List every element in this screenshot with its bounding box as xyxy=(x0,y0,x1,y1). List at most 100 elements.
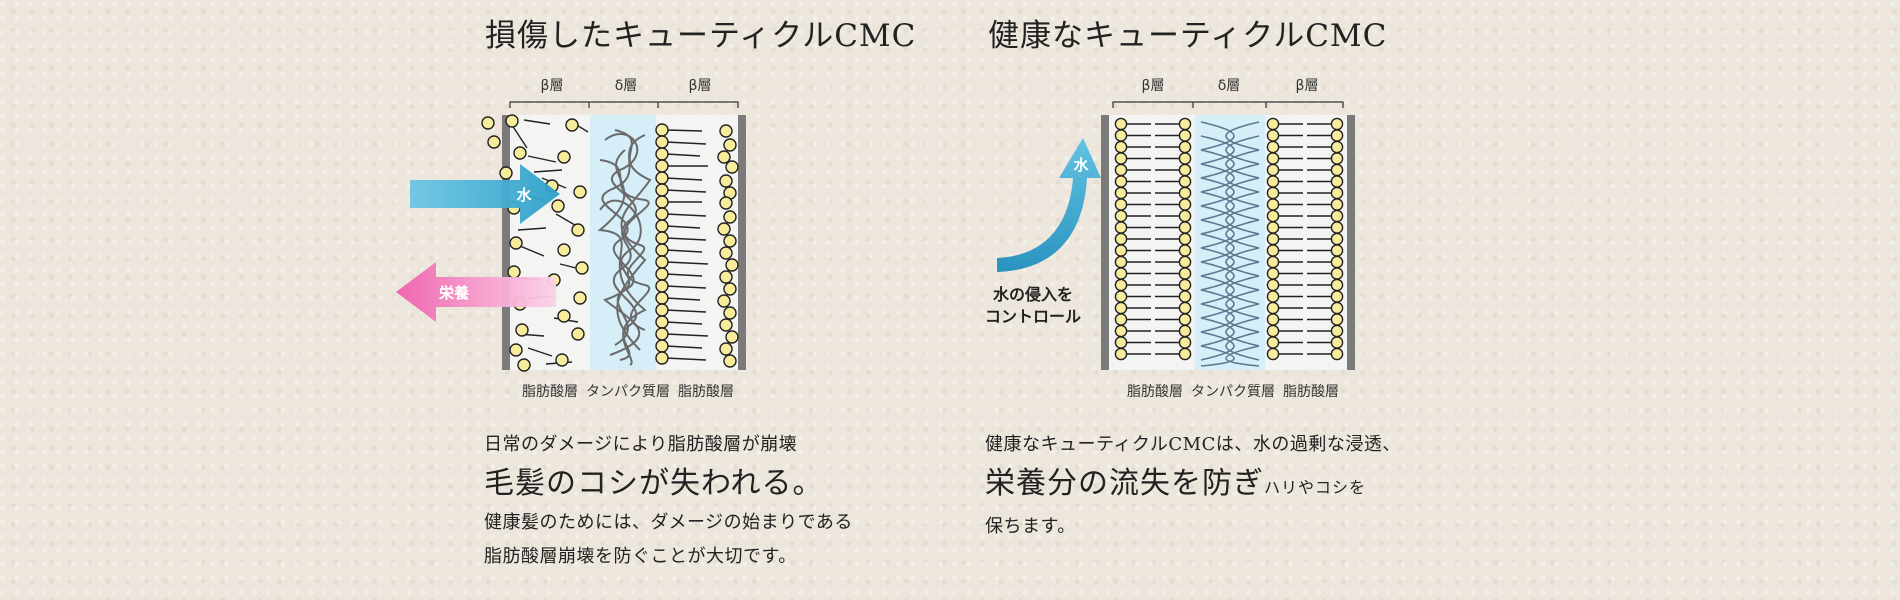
lipid-head xyxy=(1178,278,1192,292)
lipid-head xyxy=(1330,117,1344,131)
description-line: 健康髪のためには、ダメージの始まりである xyxy=(484,512,853,533)
cuticle-membrane-right xyxy=(1347,115,1355,370)
lipid-head xyxy=(1330,301,1344,315)
fatty-acid-layer-label: 脂肪酸層 xyxy=(522,384,578,400)
protein-layer-label: タンパク質層 xyxy=(586,384,670,400)
lipid-head xyxy=(1266,290,1280,303)
healthy-cmc-svg: β層 δ層 β層 水 水の侵入を コントロール 脂肪酸層 xyxy=(985,78,1355,400)
damaged-cmc-title: 損傷したキューティクルCMC xyxy=(485,18,917,54)
cuticle-membrane-left xyxy=(502,115,510,370)
beta-layer-label: β層 xyxy=(1142,78,1165,94)
healthy-cmc-description: 健康なキューティクルCMCは、水の過剰な浸透、 栄養分の流失を防ぎハリやコシを … xyxy=(985,428,1401,544)
lipid-head xyxy=(1330,209,1344,223)
lipid-head xyxy=(1266,186,1280,200)
cuticle-membrane-right xyxy=(738,115,746,370)
lipid-head xyxy=(1178,129,1192,142)
control-label-line2: コントロール xyxy=(985,307,1081,326)
lipid-head xyxy=(1178,267,1192,280)
lipid-head xyxy=(1330,221,1344,234)
lipid-head xyxy=(1114,301,1128,315)
nutrition-outflow-arrow: 栄養 xyxy=(396,262,556,322)
lipid-head xyxy=(1178,347,1192,361)
lipid-head xyxy=(1330,129,1344,142)
lipid-head xyxy=(1114,163,1128,177)
lipid-head xyxy=(1114,324,1128,338)
protein-tangle xyxy=(597,129,652,366)
description-headline-main: 栄養分の流失を防ぎ xyxy=(985,466,1264,501)
lipid-head xyxy=(1266,324,1280,338)
lipid-head xyxy=(1114,175,1128,188)
lipid-head xyxy=(1114,140,1128,154)
protein-layer-label: タンパク質層 xyxy=(1191,384,1275,400)
description-headline: 毛髪のコシが失われる。 xyxy=(484,466,824,501)
description-line: 脂肪酸層崩壊を防ぐことが大切です。 xyxy=(484,546,797,567)
lipid-head xyxy=(1266,175,1280,188)
lipid-head xyxy=(1178,221,1192,234)
lipid-head xyxy=(1266,152,1280,165)
damaged-cmc-diagram: β層 δ層 β層 xyxy=(396,60,920,410)
lipid-head xyxy=(1114,198,1128,211)
lipid-head xyxy=(1178,313,1192,326)
lipid-head xyxy=(1266,140,1280,154)
right-beta-lipids xyxy=(655,123,739,368)
lipid-head xyxy=(1330,267,1344,280)
lipid-head xyxy=(1266,313,1280,326)
nutrition-arrow-label: 栄養 xyxy=(438,284,470,302)
description-headline: 栄養分の流失を防ぎハリやコシを xyxy=(985,462,1401,510)
lipid-head xyxy=(1178,324,1192,338)
lipid-head xyxy=(1114,290,1128,303)
lipid-head xyxy=(1114,221,1128,234)
lipid-head xyxy=(1330,232,1344,246)
lipid-head xyxy=(1266,244,1280,257)
lipid-head xyxy=(1330,278,1344,292)
lipid-head xyxy=(1114,278,1128,292)
lipid-head xyxy=(1114,209,1128,223)
lipid-head xyxy=(1178,140,1192,154)
lipid-head xyxy=(1114,313,1128,326)
lipid-head xyxy=(1114,152,1128,165)
healthy-cmc-title: 健康なキューティクルCMC xyxy=(988,18,1388,54)
water-inflow-arrow: 水 xyxy=(410,164,560,224)
beta-layer-label: β層 xyxy=(689,78,712,94)
lipid-head xyxy=(1330,290,1344,303)
lipid-head xyxy=(1330,324,1344,338)
lipid-head xyxy=(1178,290,1192,303)
lipid-head xyxy=(1114,267,1128,280)
lipid-head xyxy=(1266,163,1280,177)
protein-ordered xyxy=(1200,121,1260,367)
lipid-head xyxy=(1114,255,1128,269)
lipid-head xyxy=(1266,221,1280,234)
lipid-head xyxy=(1266,347,1280,361)
lipid-head xyxy=(1178,232,1192,246)
water-arrow-label: 水 xyxy=(516,186,532,204)
lipid-head xyxy=(1178,255,1192,269)
control-label-line1: 水の侵入を xyxy=(993,285,1073,304)
water-deflect-arrow: 水 xyxy=(997,138,1101,272)
lipid-head xyxy=(1178,198,1192,211)
lipid-head xyxy=(1330,175,1344,188)
lipid-head xyxy=(1114,336,1128,349)
lipid-head xyxy=(1178,301,1192,315)
damaged-cmc-description: 日常のダメージにより脂肪酸層が崩壊 毛髪のコシが失われる。 健康髪のためには、ダ… xyxy=(484,428,853,574)
lipid-head xyxy=(1330,152,1344,165)
lipid-head xyxy=(1330,198,1344,211)
lipid-head xyxy=(1266,255,1280,269)
lipid-head xyxy=(1330,244,1344,257)
lipid-head xyxy=(1266,198,1280,211)
lipid-head xyxy=(1266,301,1280,315)
lipid-head xyxy=(1330,186,1344,200)
lipid-head xyxy=(1330,313,1344,326)
lipid-head xyxy=(1178,244,1192,257)
description-line: 健康なキューティクルCMCは、水の過剰な浸透、 xyxy=(985,434,1401,455)
lipid-head xyxy=(1114,186,1128,200)
beta-layer-label: β層 xyxy=(1296,78,1319,94)
cuticle-membrane-left xyxy=(1101,115,1109,370)
lipid-head xyxy=(1178,117,1192,131)
lipid-head xyxy=(1114,129,1128,142)
lipid-head xyxy=(1330,140,1344,154)
lipid-head xyxy=(1178,209,1192,223)
lipid-head xyxy=(1266,232,1280,246)
lipid-head xyxy=(1178,152,1192,165)
lipid-head xyxy=(1330,163,1344,177)
description-line: 日常のダメージにより脂肪酸層が崩壊 xyxy=(484,434,798,455)
